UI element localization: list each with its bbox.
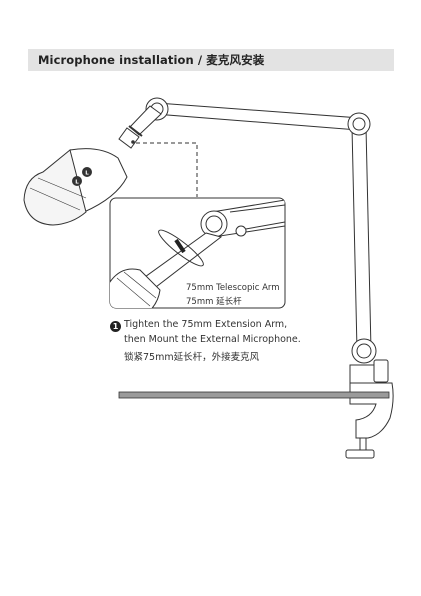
callout-leader xyxy=(131,140,197,197)
step-line-1: Tighten the 75mm Extension Arm, xyxy=(124,319,287,330)
arm-joint-top-right xyxy=(348,113,370,135)
callout-line-2: 75mm 延长杆 xyxy=(186,295,242,307)
step-number-badge: 1 xyxy=(110,321,121,332)
mic-badge-left: L xyxy=(75,180,79,186)
step-line-2: then Mount the External Microphone. xyxy=(124,334,301,345)
desk-clamp xyxy=(346,360,393,458)
mic-badge-right: L xyxy=(85,171,89,177)
arm-joint-bottom xyxy=(352,339,376,363)
desk-surface xyxy=(119,392,389,398)
boom-arm-upper xyxy=(155,103,360,130)
boom-arm-vertical xyxy=(352,127,371,350)
callout-line-1: 75mm Telescopic Arm xyxy=(186,283,280,293)
step-line-3: 锁紧75mm延长杆，外接麦克风 xyxy=(124,349,259,363)
